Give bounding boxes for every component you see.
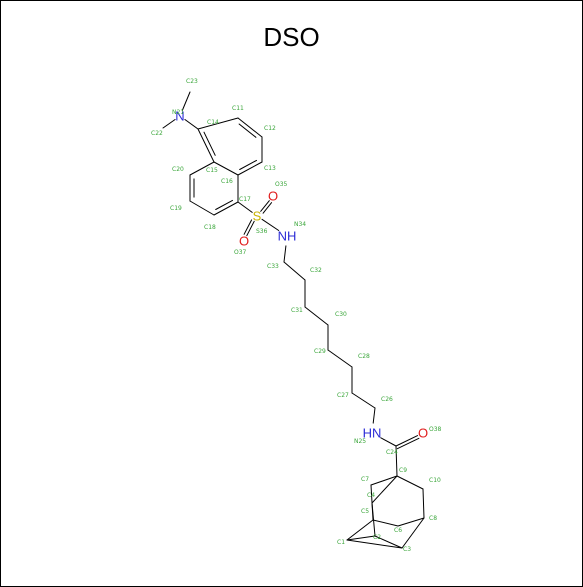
bond-c24-o38-second — [396, 437, 420, 450]
atom-label-c19: C19 — [170, 205, 182, 212]
bond-c8-c6 — [397, 517, 425, 527]
heteroatom-n21: N — [175, 109, 184, 124]
bond-c18-c17 — [213, 201, 239, 216]
atom-label-o35: O35 — [275, 181, 288, 188]
atom-label-n34: N34 — [294, 221, 306, 228]
atom-label-c5: C5 — [361, 508, 369, 515]
atom-label-c28: C28 — [358, 353, 370, 360]
bond-c15-c14 — [197, 128, 215, 163]
atom-label-c20: C20 — [172, 166, 184, 173]
bond-c31-c30 — [304, 306, 329, 326]
atom-label-c9: C9 — [399, 467, 407, 474]
bond-s-o35-second — [262, 202, 273, 214]
atom-label-c29: C29 — [314, 348, 326, 355]
atom-label-c30: C30 — [335, 311, 347, 318]
bond-c16-c15 — [213, 161, 239, 176]
bond-c18-c17-inner — [215, 199, 233, 210]
heteroatom-s: S — [253, 209, 262, 224]
bond-layer — [162, 91, 425, 549]
atom-label-c15: C15 — [206, 167, 218, 174]
atom-label-c13: C13 — [264, 165, 276, 172]
bond-c5-c1 — [346, 519, 374, 541]
atom-label-n21: N21 — [172, 109, 184, 116]
bond-c13-c16-inner — [239, 159, 257, 170]
heteroatom-n25: HN — [363, 426, 382, 441]
bond-c9-c4 — [371, 475, 398, 504]
bond-c19-c18 — [189, 200, 215, 216]
bond-c24-o38 — [395, 435, 419, 447]
bond-c17-s — [237, 201, 253, 213]
atom-label-c16: C16 — [221, 178, 233, 185]
atom-label-c33: C33 — [267, 263, 279, 270]
atom-label-c17: C17 — [239, 196, 251, 203]
atom-label-c22: C22 — [151, 130, 163, 137]
bond-n25-c24 — [380, 437, 397, 447]
atom-label-c2: C2 — [373, 534, 381, 541]
bond-c29-c28 — [327, 349, 353, 368]
bond-c24-c9 — [395, 445, 398, 477]
atom-label-c32: C32 — [310, 267, 322, 274]
atom-label-c26: C26 — [381, 396, 393, 403]
atom-label-s36: S36 — [256, 228, 268, 235]
atom-label-c14: C14 — [207, 119, 219, 126]
atom-label-c23: C23 — [186, 78, 198, 85]
bond-c23-n21 — [181, 91, 191, 111]
bond-c10-c8 — [422, 488, 425, 519]
atom-label-c12: C12 — [264, 125, 276, 132]
bond-c15-c20 — [189, 161, 215, 176]
heteroatom-o35: O — [268, 189, 278, 204]
heteroatom-o38: O — [418, 426, 428, 441]
bond-c9-c7 — [370, 475, 398, 486]
atom-label-o37: O37 — [234, 249, 247, 256]
heteroatom-n34: NH — [278, 229, 297, 244]
atom-label-c7: C7 — [361, 476, 369, 483]
bond-c33-c32 — [283, 261, 306, 281]
bond-c15-c14-inner — [203, 131, 216, 156]
atom-label-c6: C6 — [394, 527, 402, 534]
bond-c5-c6 — [372, 519, 399, 527]
bond-s-o37-second — [243, 219, 253, 235]
heteroatom-o37: O — [239, 234, 249, 249]
atom-label-n25: N25 — [354, 438, 366, 445]
bond-n21-c14 — [184, 119, 199, 130]
bond-s-o37 — [246, 220, 255, 237]
bond-c4-c2 — [371, 502, 376, 537]
atom-label-c18: C18 — [204, 224, 216, 231]
bond-c14-c11 — [197, 117, 239, 130]
atom-label-c4: C4 — [367, 492, 375, 499]
figure-title: DSO — [263, 22, 320, 52]
bond-c9-c10 — [396, 475, 424, 490]
bond-n34-c33 — [283, 245, 287, 263]
atom-label-c11: C11 — [232, 105, 244, 112]
bond-s-n34 — [261, 218, 280, 231]
atom-label-c3: C3 — [403, 546, 411, 553]
atom-label-c1: C1 — [337, 539, 345, 546]
bond-c1-c2 — [346, 535, 376, 541]
atom-label-c24: C24 — [386, 449, 398, 456]
bond-c27-c26 — [351, 392, 376, 409]
atom-label-c31: C31 — [291, 307, 303, 314]
bond-c2-c3 — [374, 535, 403, 549]
atom-label-c8: C8 — [429, 515, 437, 522]
atom-label-o38: O38 — [429, 426, 442, 433]
bond-n21-c22 — [162, 119, 176, 129]
atom-label-c27: C27 — [337, 392, 349, 399]
bond-c13-c16 — [237, 161, 263, 176]
bond-c1-c3 — [346, 539, 403, 549]
bond-c8-c3 — [401, 517, 425, 549]
bond-c11-c12-inner — [238, 123, 257, 138]
bond-c11-c12 — [237, 117, 263, 138]
atom-label-c10: C10 — [429, 477, 441, 484]
bond-c26-n25 — [372, 407, 376, 424]
bond-s-o35 — [260, 200, 270, 212]
